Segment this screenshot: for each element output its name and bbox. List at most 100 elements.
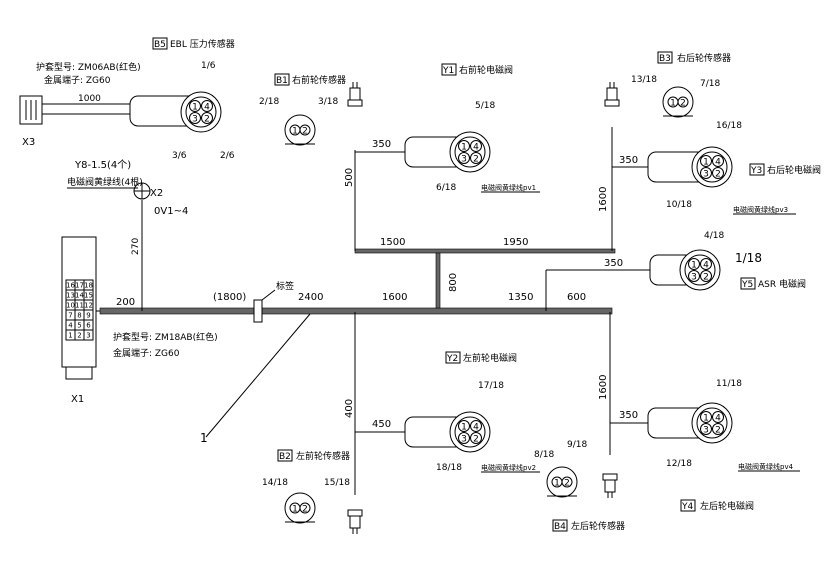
x1-pin-number: 1 — [68, 332, 72, 340]
b1-labels: B1 右前轮传感器 2/18 3/18 — [259, 73, 346, 107]
pin-socket — [458, 140, 470, 152]
main-trunk — [99, 307, 613, 315]
y1-title: 右前轮电磁阀 — [459, 64, 513, 76]
b5-labels: B5 EBL 压力传感器 1/6 3/6 2/6 — [152, 37, 235, 161]
b3-title: 右后轮传感器 — [677, 52, 731, 64]
b4-id: B4 — [554, 522, 566, 532]
pin-socket — [700, 155, 712, 167]
pin-number: 1 — [292, 127, 298, 137]
pin-socket — [189, 100, 201, 112]
x1-pin-number: 4 — [68, 322, 73, 330]
x2-note: 电磁阀黄绿线(4根) — [67, 176, 143, 188]
x2-sub: 0V1~4 — [154, 206, 188, 217]
plug-body — [349, 87, 361, 101]
b5-pin-3: 3/6 — [172, 151, 187, 161]
pin-number: 3 — [461, 435, 467, 445]
b2-pin-14: 14/18 — [262, 478, 288, 488]
y1-labels: Y1 右前轮电磁阀 5/18 6/18 电磁阀黄绿线pv1 — [436, 63, 540, 193]
dim-1600-trunk: 1600 — [382, 292, 407, 303]
pin-number: 2 — [302, 505, 308, 515]
pin-socket — [201, 112, 213, 124]
upper-branch — [354, 248, 616, 254]
pin-number: 2 — [680, 99, 686, 109]
dim-1600-y4: 1600 — [598, 375, 609, 400]
y5-id-box — [740, 277, 756, 290]
pin-number: 3 — [192, 115, 198, 125]
pin-socket — [700, 270, 712, 282]
pin-number: 2 — [473, 435, 479, 445]
pin-number: 1 — [461, 423, 467, 433]
b1-id-box — [274, 73, 290, 86]
b4-pin-9: 9/18 — [567, 440, 587, 450]
b2-plug — [347, 509, 363, 534]
x1-pin-number: 13 — [66, 292, 75, 300]
tag-leader — [261, 289, 276, 301]
y4-id-box — [680, 499, 696, 512]
pin-socket — [712, 423, 724, 435]
y4-pin-12: 12/18 — [666, 459, 692, 469]
b2-id-box — [277, 449, 293, 462]
pin-number: 1 — [703, 158, 709, 168]
pin-socket — [470, 432, 482, 444]
ref-leader — [205, 313, 311, 438]
pin-socket — [201, 100, 213, 112]
pin-number: 3 — [703, 170, 709, 180]
x1-pin-number: 2 — [77, 332, 81, 340]
dim-500: 500 — [344, 168, 355, 187]
x1-pin-number: 8 — [77, 312, 81, 320]
plug-body — [604, 479, 616, 493]
y2-id: Y2 — [446, 354, 458, 364]
connector-face — [185, 96, 217, 128]
pin-number: 3 — [461, 155, 467, 165]
y1-pin-5: 5/18 — [475, 101, 495, 111]
plug-body — [606, 87, 618, 101]
b4-labels: B4 左后轮传感器 8/18 9/18 — [534, 440, 625, 532]
pin-number: 1 — [691, 261, 697, 271]
main-harness — [94, 127, 650, 495]
dim-2400: 2400 — [298, 292, 323, 303]
pin-socket — [458, 152, 470, 164]
b4-title: 左后轮传感器 — [571, 520, 625, 532]
b1-id: B1 — [276, 76, 288, 86]
y3-id: Y3 — [750, 166, 762, 176]
ref-number: 1 — [200, 431, 208, 445]
pin-socket — [712, 155, 724, 167]
b3-pin-7: 7/18 — [700, 79, 720, 89]
pin-number: 4 — [715, 414, 721, 424]
x3-terminal: 金属端子: ZG60 — [44, 74, 111, 86]
y3-labels: Y3 右后轮电磁阀 16/18 10/18 电磁阀黄绿线pv3 — [666, 121, 821, 215]
dimensions: 200 (1800) 2400 1600 1350 600 1500 1950 … — [116, 139, 638, 430]
pin-socket — [688, 270, 700, 282]
b3-pin-13: 13/18 — [631, 75, 657, 85]
pin-number: 2 — [715, 426, 721, 436]
pin-socket — [712, 167, 724, 179]
b1-pin-3: 3/18 — [318, 97, 338, 107]
tag-marker — [253, 299, 263, 323]
y1-id: Y1 — [442, 66, 454, 76]
pin-number: 4 — [703, 261, 709, 271]
y2-id-box — [445, 351, 461, 364]
pin-socket — [712, 411, 724, 423]
pin-socket — [688, 258, 700, 270]
x1-terminal: 金属端子: ZG60 — [113, 347, 180, 359]
plug-collar — [347, 509, 363, 517]
x3-label: X3 — [22, 137, 35, 148]
upper-riser — [435, 252, 441, 309]
dim-350-y3: 350 — [619, 155, 638, 166]
y5-pin-1: 1/18 — [735, 251, 762, 265]
dim-200: 200 — [116, 297, 135, 308]
pin-number: 4 — [715, 158, 721, 168]
y3-title: 右后轮电磁阀 — [767, 164, 821, 176]
tag-label: 标签 — [276, 280, 294, 292]
pin-number: 1 — [670, 99, 676, 109]
pin-socket — [470, 152, 482, 164]
pin-number: 1 — [703, 414, 709, 424]
y5-pin-4: 4/18 — [704, 231, 724, 241]
x2-y8: Y8-1.5(4个) — [74, 159, 131, 171]
